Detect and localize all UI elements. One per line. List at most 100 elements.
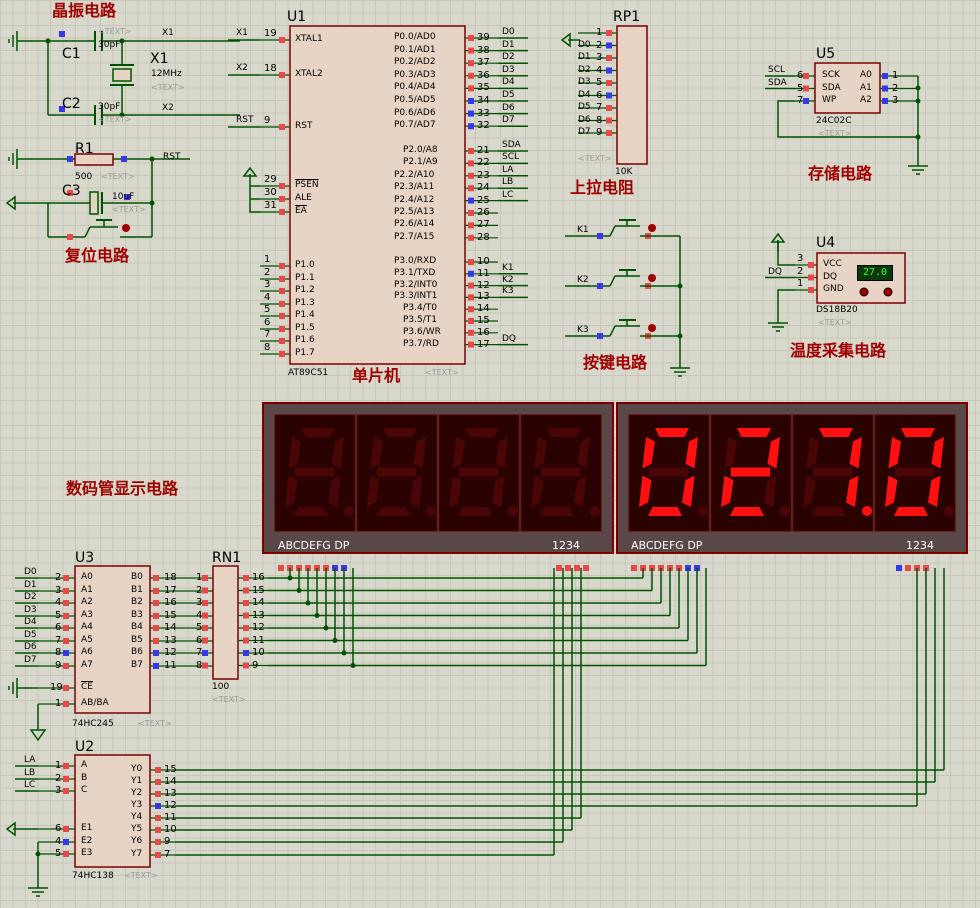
button-led: [122, 224, 130, 232]
net-label-lb: LB: [502, 177, 514, 188]
junction-dot: [305, 600, 311, 606]
u3-pin-3-number: 3: [55, 585, 62, 596]
key-net-label-k1: K1: [577, 225, 589, 235]
u3-pin-5-number: 5: [55, 610, 62, 621]
u1-pin-38-name: P0.1/AD1: [394, 44, 436, 55]
u2-pin-12-marker: [155, 803, 161, 809]
u1-pin-21-marker: [468, 148, 474, 154]
c2-ref: C2: [62, 96, 81, 112]
u3-pin-ce-name: CE: [81, 682, 93, 692]
rn1-ref: RN1: [212, 550, 242, 566]
rp1-net-d6: D6: [578, 114, 591, 125]
rn1-pin-9-marker: [243, 662, 249, 669]
u2-74hc138-body: [74, 754, 151, 868]
rp1-pin-8-marker: [606, 117, 612, 124]
u2-ref: U2: [75, 739, 95, 755]
rn1-pin-8-marker: [202, 662, 208, 669]
u1-pin-27-name: P2.6/A14: [394, 219, 435, 230]
u1-pin-16-name: P3.6/WR: [403, 326, 441, 337]
u1-pin-32-name: P0.7/AD7: [394, 120, 436, 131]
u1-pin-39-marker: [468, 35, 474, 41]
u1-pin-35-marker: [468, 85, 474, 92]
net-label-la: LA: [502, 164, 514, 175]
u3-pin-6-number: 6: [55, 622, 62, 633]
rn1-pin-11-marker: [243, 637, 249, 644]
u1-pin-24-number: 24: [477, 182, 490, 194]
r1-ref: R1: [75, 141, 94, 157]
u3-pin-b2-name: B2: [131, 597, 143, 607]
key-led: [648, 324, 656, 332]
display-2-digit-3-segment-d: [812, 507, 846, 516]
u1-pin-2-marker: [279, 276, 285, 282]
u2-pin-12-number: 12: [164, 800, 177, 811]
rp1-net-d4: D4: [578, 89, 591, 100]
rp1-net-d5: D5: [578, 102, 591, 112]
c3-value: 10uF: [112, 192, 135, 202]
c3-ref: C3: [62, 183, 81, 199]
u1-pin-38-marker: [468, 47, 474, 54]
capacitor-c3-body: [89, 191, 99, 215]
u1-pin-17-number: 17: [477, 338, 490, 350]
u1-pin-34-number: 34: [477, 95, 490, 106]
reset-circuit-caption: 复位电路: [65, 246, 130, 265]
display-1-digit-3-segment-f: [452, 437, 465, 469]
u4-pin-vcc-name: VCC: [823, 259, 842, 269]
u1-pin-35-number: 35: [477, 82, 490, 94]
junction-dot: [119, 112, 125, 118]
u3-ab-ground-arrow: [29, 729, 47, 742]
rp1-pin-9-number: 9: [596, 127, 603, 138]
u1-pin-30-number: 30: [264, 187, 277, 198]
mcu-caption: 单片机: [352, 366, 401, 385]
u1-pin-31-name: EA: [295, 206, 307, 216]
net-label-x2: X2: [236, 63, 248, 73]
rn1-pin-12-marker: [243, 625, 249, 631]
u1-pin-24-name: P2.3/A11: [394, 182, 435, 193]
u2-pin-5-number: 5: [55, 848, 62, 859]
u1-pin-21-number: 21: [477, 145, 490, 156]
net-label-rst: RST: [236, 115, 254, 125]
u3-net-d2: D2: [24, 592, 37, 602]
key-net-label-k2: K2: [577, 275, 589, 285]
junction-dot: [287, 575, 293, 581]
u3-net-d0: D0: [24, 567, 37, 577]
u1-pin-16-marker: [468, 329, 474, 336]
u2-pin-14-number: 14: [164, 776, 177, 787]
x1-text-placeholder: <TEXT>: [151, 83, 185, 92]
display-2-digit-2-segment-c: [764, 475, 777, 507]
key-contact: [609, 325, 616, 337]
u1-pin-10-marker: [468, 259, 474, 265]
u3-pin-a5-name: A5: [81, 635, 93, 645]
display-1-digit-4-segment-g: [540, 467, 581, 477]
display-2-digit-1-segment-d: [648, 507, 682, 516]
display-1-digit-4-segment-c: [574, 475, 587, 507]
u1-pin-6-name: P1.5: [295, 323, 315, 333]
u2-pin-e1-name: E1: [81, 823, 93, 833]
u1-pin-27-marker: [468, 222, 474, 229]
u2-pin-13-number: 13: [164, 788, 177, 799]
u1-pin-4-number: 4: [264, 292, 271, 303]
u3-pin-5-marker: [63, 613, 69, 619]
u2-pin-y2-name: Y2: [131, 788, 143, 798]
u4-pin-1-number: 1: [797, 278, 804, 289]
u1-pin-1-name: P1.0: [295, 260, 315, 270]
display-2-digit-pin: [905, 565, 911, 571]
u1-pin-22-marker: [468, 160, 474, 167]
u1-pin-31-marker: [279, 209, 285, 215]
u1-pin-14-name: P3.4/T0: [403, 303, 437, 314]
display-2-digit-3-segment-f: [806, 437, 819, 469]
rn1-pin-8-number: 8: [196, 659, 203, 671]
display-1-digit-1-segment-e: [285, 475, 298, 507]
r1-value: 500: [75, 172, 93, 182]
display-2-digit-4-segment-b: [931, 437, 944, 469]
u1-pin-11-name: P3.1/TXD: [394, 267, 436, 278]
u2-pin-3-marker: [63, 788, 69, 794]
display-1-digit-3-segment-a: [465, 428, 499, 437]
u1-pin-15-name: P3.5/T1: [403, 315, 437, 325]
u3-net-d5: D5: [24, 630, 37, 640]
u1-pin-18-name: XTAL2: [295, 69, 323, 79]
u2-pin-y6-name: Y6: [131, 836, 143, 846]
u3-pin-b5-name: B5: [131, 635, 143, 645]
display-1-digit-2-segment-d: [376, 507, 410, 516]
u3-pin-13-marker: [153, 638, 159, 644]
net-label-d4: D4: [502, 77, 515, 88]
